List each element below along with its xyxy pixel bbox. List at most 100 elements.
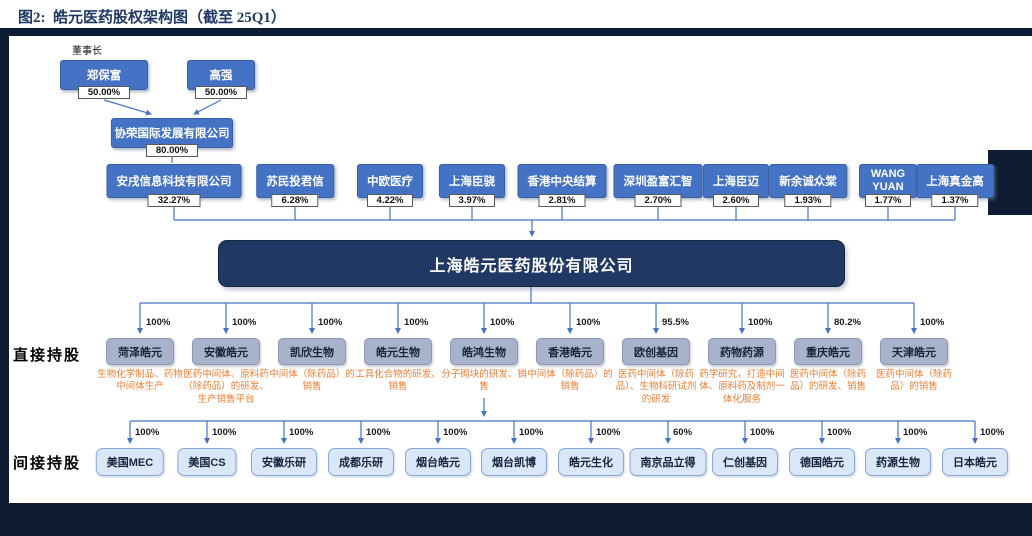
business-description: 生物化学制品、药物中间体生产 [97,369,183,393]
business-description: 医药中间体（除药品）、生物科研试剂的研发 [615,369,697,405]
business-description: 医药中间体（除药品）的销售 [875,369,952,393]
direct-subsidiary-column: 皓鸿生物 分子砌块的研发、销售 [441,338,527,394]
direct-subsidiary-column: 安徽皓元 医药中间体、原料药（除药品）的研发、生产销售平台 [183,338,269,406]
indirect-subsidiary-box: 安徽乐研 [251,448,317,476]
shareholder-column: 苏民投君信 6.28% [256,164,334,207]
indirect-subsidiary-name: 成都乐研 [339,457,383,469]
ownership-percent-label: 100% [519,427,544,438]
indirect-subsidiary-column: 美国MEC [95,448,165,476]
chairman-box: 高强 [187,60,255,90]
indirect-subsidiary-name: 仁创基因 [723,457,767,469]
indirect-subsidiary-box: 仁创基因 [712,448,778,476]
ownership-percent-label: 100% [232,317,257,328]
direct-subsidiary-name: 菏泽皓元 [118,346,162,359]
direct-subsidiary-column: 重庆皓元 医药中间体（除药品）的研发、销售 [785,338,871,394]
ownership-percent-label: 60% [673,427,693,438]
indirect-subsidiary-name: 烟台凯博 [492,457,536,469]
direct-subsidiary-box: 天津皓元 [880,338,948,365]
chairman-name: 高强 [209,70,233,82]
direct-subsidiary-name: 皓鸿生物 [462,346,506,359]
direct-subsidiary-box: 凯欣生物 [278,338,346,365]
indirect-subsidiary-box: 成都乐研 [328,448,394,476]
indirect-subsidiary-box: 美国CS [177,448,237,476]
shareholder-box: 中欧医疗 [357,164,423,198]
ownership-percent-label: 100% [596,427,621,438]
direct-subsidiary-name: 重庆皓元 [806,346,850,359]
direct-subsidiary-name: 天津皓元 [892,346,936,359]
shareholder-name: 上海真金高 [926,176,984,188]
direct-subsidiary-box: 药物药源 [708,338,776,365]
ownership-percent-label: 100% [980,427,1005,438]
indirect-subsidiary-name: 南京品立得 [640,457,696,469]
direct-holdings-label: 直接持股 [13,346,82,364]
shareholding-percent: 2.70% [634,194,682,207]
ownership-percent-label: 100% [289,427,314,438]
indirect-subsidiary-column: 美国CS [177,448,237,476]
indirect-subsidiary-name: 美国CS [188,457,226,469]
shareholder-box: 上海真金高 [916,164,994,198]
business-description: 分子砌块的研发、销售 [441,369,527,393]
ownership-percent-label: 100% [212,427,237,438]
business-description: 药学研究，打造中间体、原料药及制剂一体化服务 [699,369,785,405]
direct-subsidiary-name: 安徽皓元 [204,346,248,359]
ownership-percent-label: 100% [920,317,945,328]
chairman-name: 郑保富 [86,70,122,82]
shareholder-column: 安戌信息科技有限公司 32.27% [106,164,242,207]
direct-subsidiary-name: 皓元生物 [376,346,420,359]
direct-subsidiary-column: 药物药源 药学研究，打造中间体、原料药及制剂一体化服务 [699,338,785,406]
indirect-subsidiary-column: 南京品立得 [629,448,707,476]
ownership-percent-label: 100% [827,427,852,438]
shareholder-column: 深圳盈富汇智 2.70% [613,164,703,207]
shareholder-column: WANG YUAN 1.77% [859,164,917,207]
direct-subsidiary-column: 香港皓元 中间体（除药品）的销售 [527,338,613,394]
indirect-subsidiary-name: 皓元生化 [569,457,613,469]
ownership-percent-label: 100% [903,427,928,438]
direct-subsidiary-box: 重庆皓元 [794,338,862,365]
shareholder-column: 香港中央结算 2.81% [517,164,607,207]
indirect-subsidiary-box: 烟台皓元 [405,448,471,476]
indirect-subsidiary-box: 烟台凯博 [481,448,547,476]
indirect-subsidiary-name: 日本皓元 [953,457,997,469]
shareholding-percent: 3.97% [448,194,496,207]
direct-subsidiary-name: 凯欣生物 [290,346,334,359]
indirect-subsidiary-column: 安徽乐研 [251,448,317,476]
shareholder-name: 上海臣迈 [713,176,759,188]
shareholding-percent: 6.28% [271,194,319,207]
shareholder-box: 苏民投君信 [256,164,334,198]
ownership-percent-label: 100% [135,427,160,438]
shareholder-box: WANG YUAN [859,164,917,198]
direct-subsidiary-name: 欧创基因 [634,346,678,359]
indirect-subsidiary-box: 日本皓元 [942,448,1008,476]
right-edge-band [988,150,1032,215]
shareholder-column: 上海臣骁 3.97% [439,164,505,207]
ownership-percent-label: 100% [443,427,468,438]
indirect-subsidiary-name: 美国MEC [106,457,154,469]
indirect-subsidiary-column: 德国皓元 [789,448,855,476]
shareholding-percent: 2.81% [538,194,586,207]
business-description: 医药中间体（除药品）的研发、销售 [789,369,866,393]
left-edge-band [0,36,9,503]
shareholder-column: 新余诚众棠 1.93% [769,164,847,207]
parent-company-name: 上海皓元医药股份有限公司 [429,257,634,275]
holding-company-box: 协荣国际发展有限公司 [111,118,233,148]
indirect-subsidiary-box: 美国MEC [95,448,165,476]
indirect-subsidiary-column: 烟台皓元 [405,448,471,476]
shareholder-name: 安戌信息科技有限公司 [116,176,232,188]
direct-subsidiary-box: 欧创基因 [622,338,690,365]
chairman-label: 董事长 [72,46,102,57]
direct-subsidiary-box: 皓鸿生物 [450,338,518,365]
direct-subsidiary-box: 皓元生物 [364,338,432,365]
business-description: 工具化合物的研发、销售 [355,369,441,393]
shareholding-percent: 2.60% [712,194,760,207]
shareholding-percent: 50.00% [77,86,131,99]
direct-subsidiary-column: 天津皓元 医药中间体（除药品）的销售 [871,338,957,394]
indirect-subsidiary-column: 烟台凯博 [481,448,547,476]
indirect-subsidiary-column: 日本皓元 [942,448,1008,476]
indirect-subsidiary-box: 皓元生化 [558,448,624,476]
indirect-subsidiary-box: 南京品立得 [629,448,707,476]
business-description: 医药中间体、原料药（除药品）的研发、生产销售平台 [183,369,269,405]
direct-subsidiary-name: 药物药源 [720,346,764,359]
shareholder-column: 上海真金高 1.37% [916,164,994,207]
shareholding-percent: 1.93% [784,194,832,207]
